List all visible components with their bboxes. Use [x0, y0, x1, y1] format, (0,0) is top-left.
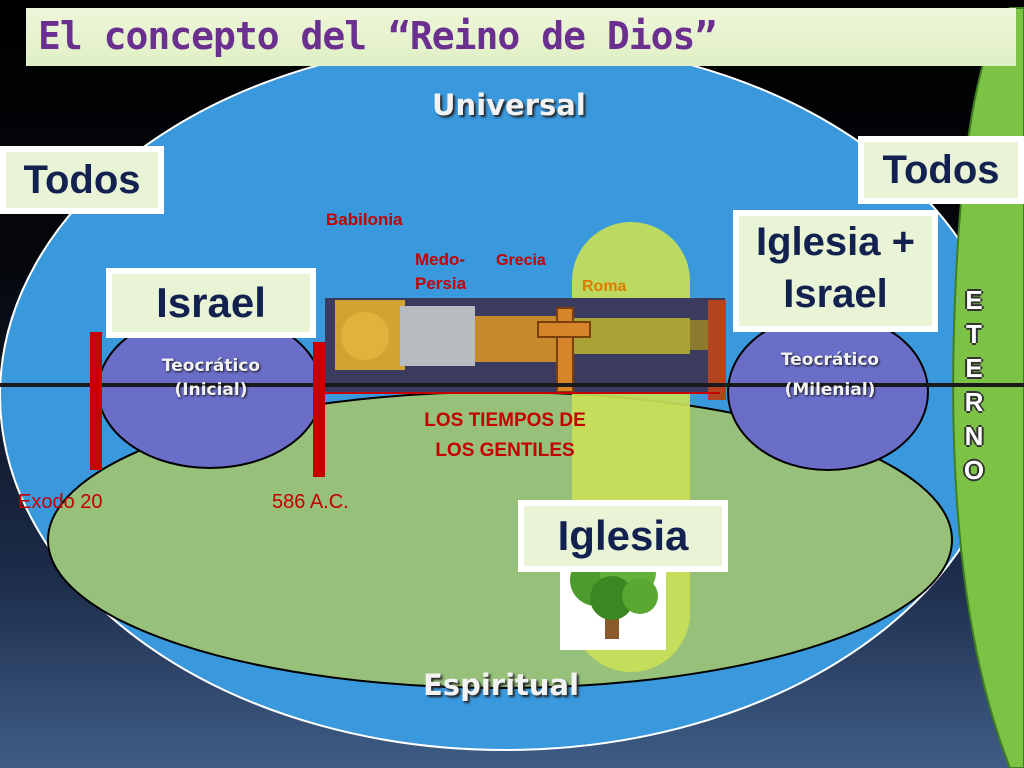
- iglesia-israel-line1: Iglesia +: [756, 220, 915, 264]
- title-bar: El concepto del “Reino de Dios”: [26, 8, 1016, 66]
- iglesia-box: Iglesia: [518, 500, 728, 572]
- medo-persia-line2: Persia: [415, 274, 467, 293]
- eterno-letter: O: [963, 455, 985, 485]
- grecia-label: Grecia: [496, 252, 546, 269]
- medo-persia-label: Medo- Persia: [415, 248, 466, 296]
- medo-persia-line1: Medo-: [415, 250, 466, 269]
- iglesia-israel-line2: Israel: [783, 272, 888, 316]
- teocratico-inicial-line2: (Inicial): [174, 380, 248, 400]
- page-title: El concepto del “Reino de Dios”: [38, 14, 717, 58]
- exodo-label: Exodo 20: [18, 491, 103, 513]
- universal-label: Universal: [432, 88, 586, 122]
- teocratico-milenial-line1: Teocrático: [780, 350, 880, 370]
- todos-right-box: Todos: [858, 136, 1024, 204]
- tiempos-line1: LOS TIEMPOS DE: [424, 410, 586, 431]
- iglesia-israel-box: Iglesia + Israel: [733, 210, 938, 332]
- todos-left-box: Todos: [0, 146, 164, 214]
- todos-right-label: Todos: [882, 148, 1000, 192]
- tiempos-line2: LOS GENTILES: [435, 440, 575, 461]
- tiempos-gentiles-label: LOS TIEMPOS DE LOS GENTILES: [390, 406, 620, 466]
- teocratico-inicial-label: Teocrático (Inicial): [150, 356, 272, 400]
- israel-box: Israel: [106, 268, 316, 338]
- eterno-letter: E: [965, 285, 983, 315]
- espiritual-label: Espiritual: [423, 668, 580, 702]
- israel-label: Israel: [156, 279, 266, 326]
- eterno-label: E T E R N O: [962, 283, 986, 487]
- babilonia-label: Babilonia: [326, 210, 403, 229]
- eterno-letter: R: [964, 387, 984, 417]
- eterno-letter: T: [966, 319, 982, 349]
- marker-exodo: [90, 332, 102, 470]
- eterno-letter: N: [964, 421, 984, 451]
- teocratico-milenial-label: Teocrático (Milenial): [768, 350, 892, 400]
- teocratico-inicial-line1: Teocrático: [161, 356, 261, 376]
- eterno-letter: E: [965, 353, 983, 383]
- ac586-label: 586 A.C.: [272, 491, 349, 513]
- teocratico-milenial-line2: (Milenial): [784, 380, 876, 400]
- marker-586: [313, 342, 325, 477]
- roma-label: Roma: [582, 278, 627, 295]
- iglesia-label: Iglesia: [557, 512, 689, 559]
- todos-left-label: Todos: [23, 158, 141, 202]
